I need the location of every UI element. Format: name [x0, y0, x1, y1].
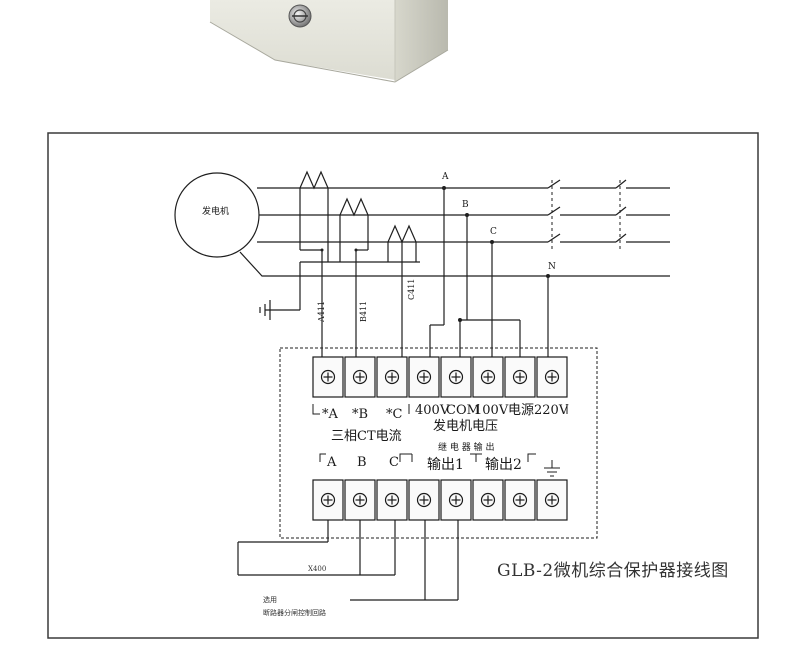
phase-a-label: A: [442, 172, 449, 182]
screw-icon: [288, 4, 312, 28]
terminal-power-label: 电源220V: [508, 403, 569, 418]
ct-wire-a-label: A411: [317, 300, 326, 322]
note-line-2: 断路器分闸控制回路: [263, 609, 326, 617]
phase-b-label: B: [462, 200, 469, 210]
terminal-b-label: *B: [352, 407, 369, 422]
bottom-terminal-a-label: A: [327, 455, 337, 470]
bottom-terminal-b-label: B: [357, 455, 367, 470]
terminal-400v-label: 400V: [415, 403, 450, 418]
note-line-1: 选用: [263, 596, 277, 604]
ct-wire-c-label: C411: [407, 278, 416, 300]
diagram-title: GLB-2微机综合保护器接线图: [497, 561, 729, 581]
device-outline: [279, 347, 598, 539]
ct-current-group-label: 三相CT电流: [331, 429, 402, 444]
ct-wire-b-label: B411: [359, 300, 368, 322]
bottom-terminal-c-label: C: [389, 455, 399, 470]
generator-label: 发电机: [202, 207, 230, 217]
terminal-100v-label: 100V: [474, 403, 509, 418]
relay-output-group-label: 继 电 器 输 出: [438, 443, 495, 453]
terminal-c-label: *C: [386, 407, 403, 422]
terminal-a-label: *A: [322, 407, 338, 422]
product-box-photo: [209, 0, 449, 83]
terminal-com-label: COM: [446, 403, 480, 418]
x400-wire-label: X400: [308, 565, 327, 573]
phase-n-label: N: [548, 262, 556, 272]
output-2-label: 输出2: [485, 457, 522, 473]
gen-voltage-group-label: 发电机电压: [433, 419, 499, 434]
output-1-label: 输出1: [427, 457, 464, 473]
phase-c-label: C: [490, 227, 497, 237]
